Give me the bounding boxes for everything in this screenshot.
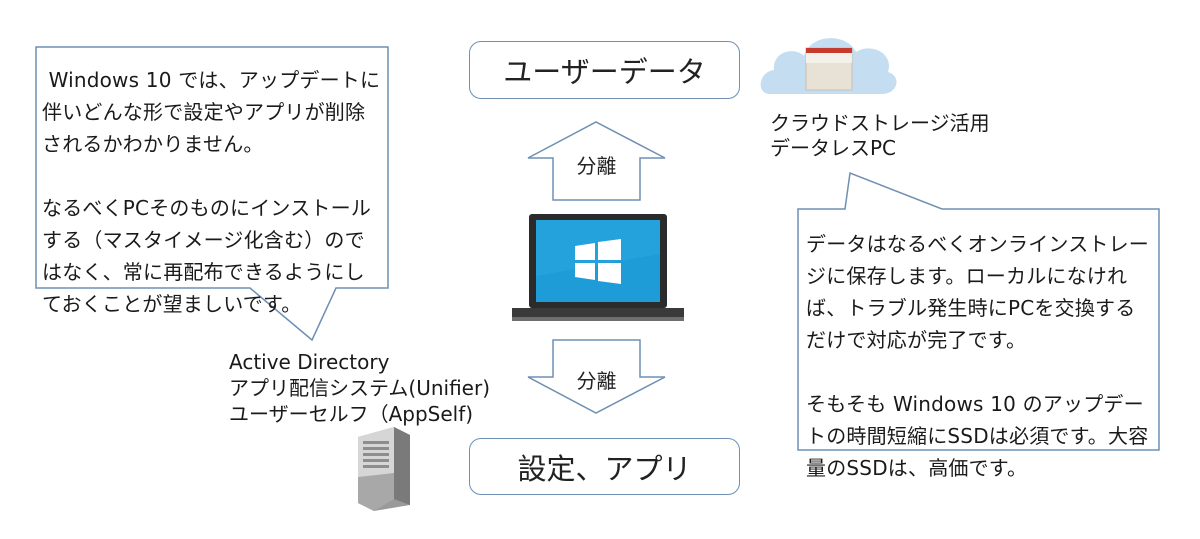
- left-callout-bubble: [35, 46, 389, 342]
- arrow-up-shape: [527, 121, 666, 201]
- arrow-down-label: 分離: [576, 369, 617, 393]
- right-callout-text: データはなるべくオンラインストレージに保存します。ローカルになければ、トラブル発…: [806, 228, 1154, 484]
- server-caption-line-3: ユーザーセルフ（AppSelf): [229, 402, 474, 426]
- server-caption: Active Directory アプリ配信システム(Unifier) ユーザー…: [229, 349, 490, 427]
- left-callout-paragraph-1: Windows 10 では、アップデートに伴いどんな形で設定やアプリが削除される…: [42, 68, 381, 156]
- user-data-box: ユーザーデータ: [469, 41, 740, 99]
- arrow-up-label: 分離: [576, 154, 617, 178]
- right-callout-bubble: [797, 171, 1160, 451]
- arrow-down-shape: [527, 339, 666, 414]
- settings-apps-box: 設定、アプリ: [469, 438, 740, 495]
- laptop-icon: [512, 214, 684, 321]
- cloud-icon: [760, 38, 897, 94]
- cloud-caption-line-2: データレスPC: [770, 136, 897, 160]
- server-caption-line-1: Active Directory: [229, 350, 390, 374]
- windows-logo-icon: [575, 239, 621, 284]
- left-callout-paragraph-2: なるべくPCそのものにインストールする（マスタイメージ化含む）のではなく、常に再…: [42, 196, 372, 316]
- cloud-caption-line-1: クラウドストレージ活用: [770, 111, 990, 135]
- settings-apps-label: 設定、アプリ: [517, 451, 692, 486]
- right-callout-paragraph-2: そもそも Windows 10 のアップデートの時間短縮にSSDは必須です。大容…: [806, 392, 1149, 480]
- right-callout-paragraph-1: データはなるべくオンラインストレージに保存します。ローカルになければ、トラブル発…: [806, 232, 1149, 352]
- server-caption-line-2: アプリ配信システム(Unifier): [229, 376, 491, 400]
- user-data-label: ユーザーデータ: [503, 55, 706, 89]
- left-callout-text: Windows 10 では、アップデートに伴いどんな形で設定やアプリが削除される…: [42, 64, 382, 320]
- cloud-caption: クラウドストレージ活用 データレスPC: [770, 111, 990, 161]
- server-icon: [358, 427, 410, 511]
